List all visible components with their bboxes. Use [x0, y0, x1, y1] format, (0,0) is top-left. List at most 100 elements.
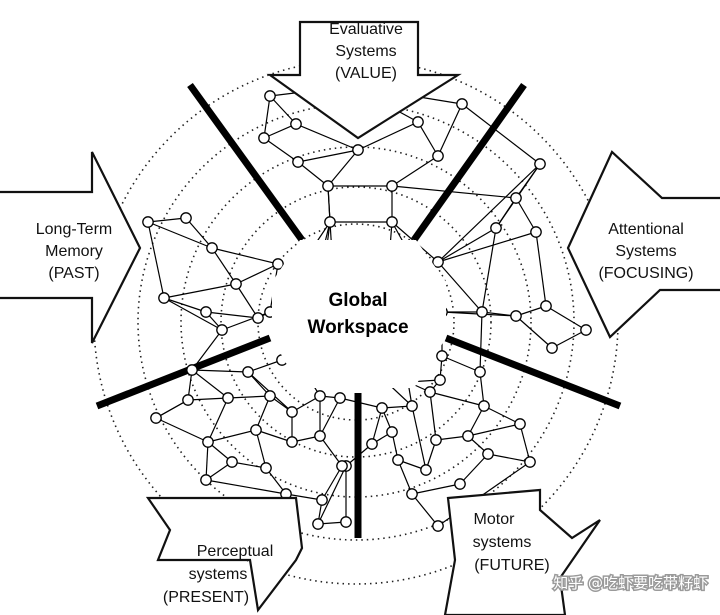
- network-node: [456, 98, 468, 110]
- motor-label-line3: (FUTURE): [474, 557, 550, 574]
- network-edge: [551, 329, 587, 349]
- network-node: [290, 118, 302, 130]
- network-edge: [163, 297, 223, 331]
- network-edge: [429, 391, 485, 407]
- network-node: [264, 90, 276, 102]
- network-node: [432, 150, 444, 162]
- network-node: [406, 488, 418, 500]
- network-node: [186, 364, 198, 376]
- network-node: [340, 516, 352, 528]
- network-node: [264, 390, 276, 402]
- network-edge: [391, 185, 517, 199]
- network-edge: [247, 359, 283, 373]
- network-edge: [441, 355, 481, 373]
- network-node: [476, 306, 488, 318]
- network-node: [412, 116, 424, 128]
- network-edge: [397, 459, 413, 495]
- network-node: [386, 216, 398, 228]
- network-node: [482, 448, 494, 460]
- network-edge: [263, 95, 271, 139]
- motor-arrow-shape: [443, 488, 601, 615]
- network-edge: [285, 493, 323, 501]
- network-node: [424, 386, 436, 398]
- network-edge: [515, 197, 537, 233]
- network-edge: [205, 311, 259, 319]
- attentional-label-line2: Systems: [615, 243, 676, 260]
- network-edge: [467, 423, 521, 437]
- network-node: [292, 156, 304, 168]
- network-edge: [155, 417, 209, 443]
- network-edge: [519, 423, 531, 463]
- network-node: [202, 436, 214, 448]
- network-edge: [295, 123, 359, 151]
- network-node: [158, 292, 170, 304]
- network-node: [510, 310, 522, 322]
- global-workspace: Global Workspace: [272, 240, 446, 388]
- network-edge: [371, 407, 383, 445]
- network-node: [200, 474, 212, 486]
- network-edge: [187, 397, 229, 401]
- network-node: [386, 426, 398, 438]
- long-term-memory-label-line1: Long-Term: [36, 221, 112, 238]
- watermark: 知乎 @吃虾要吃带籽虾: [552, 573, 710, 594]
- attentional-systems-module: Attentional Systems (FOCUSING): [566, 150, 720, 339]
- network-edge: [227, 395, 271, 399]
- network-edge: [205, 479, 287, 495]
- network-edge: [207, 429, 257, 443]
- watermark-text: 知乎 @吃虾要吃带籽虾: [553, 574, 708, 592]
- network-edge: [437, 261, 483, 313]
- network-node: [524, 456, 536, 468]
- network-edge: [437, 231, 537, 263]
- network-node: [252, 312, 264, 324]
- network-edge: [357, 121, 419, 151]
- network-edge: [191, 369, 249, 373]
- network-node: [260, 462, 272, 474]
- evaluative-label-line2: Systems: [335, 43, 396, 60]
- ring-1: [257, 223, 455, 421]
- network-edge: [211, 247, 237, 285]
- network-edge: [319, 397, 341, 437]
- perceptual-label-line3: (PRESENT): [163, 589, 249, 606]
- network-node: [316, 494, 328, 506]
- network-edge: [235, 263, 279, 285]
- network-edge: [255, 395, 271, 431]
- network-node: [434, 374, 446, 386]
- ring-3: [180, 146, 532, 498]
- network-node: [322, 180, 334, 192]
- evaluative-label-line1: Evaluative: [329, 21, 403, 38]
- divider-upper-right: [411, 82, 527, 243]
- long-term-memory-label-line3: (PAST): [48, 265, 99, 282]
- network-edge: [163, 297, 207, 313]
- network-edge: [319, 435, 343, 467]
- network-edge: [297, 161, 329, 187]
- network-edge: [417, 121, 439, 157]
- network-edge: [411, 483, 461, 495]
- network-edge: [487, 453, 531, 463]
- network-edge: [147, 221, 165, 299]
- network-node: [534, 158, 546, 170]
- network-edge: [437, 227, 497, 263]
- long-term-memory-arrow-shape: [0, 151, 142, 344]
- network-node: [478, 400, 490, 412]
- network-node: [286, 406, 298, 418]
- network-node: [230, 278, 242, 290]
- evaluative-arrow-shape: [266, 20, 462, 140]
- network-node: [546, 342, 558, 354]
- perceptual-label-line2: systems: [189, 566, 248, 583]
- long-term-memory-module: Long-Term Memory (PAST): [0, 151, 142, 344]
- network-node: [436, 350, 448, 362]
- network-edge: [263, 137, 299, 163]
- network-edge: [437, 103, 463, 157]
- network-node: [530, 226, 542, 238]
- network-edge: [391, 155, 439, 187]
- network-node: [432, 256, 444, 268]
- ring-4: [137, 103, 575, 541]
- network-node: [312, 518, 324, 530]
- perceptual-arrow-shape: [145, 496, 304, 613]
- workspace-title-line1: Global: [328, 290, 387, 311]
- network-node: [182, 394, 194, 406]
- network-node: [258, 132, 270, 144]
- perceptual-systems-module: Perceptual systems (PRESENT): [145, 496, 304, 613]
- network-edge: [205, 441, 209, 481]
